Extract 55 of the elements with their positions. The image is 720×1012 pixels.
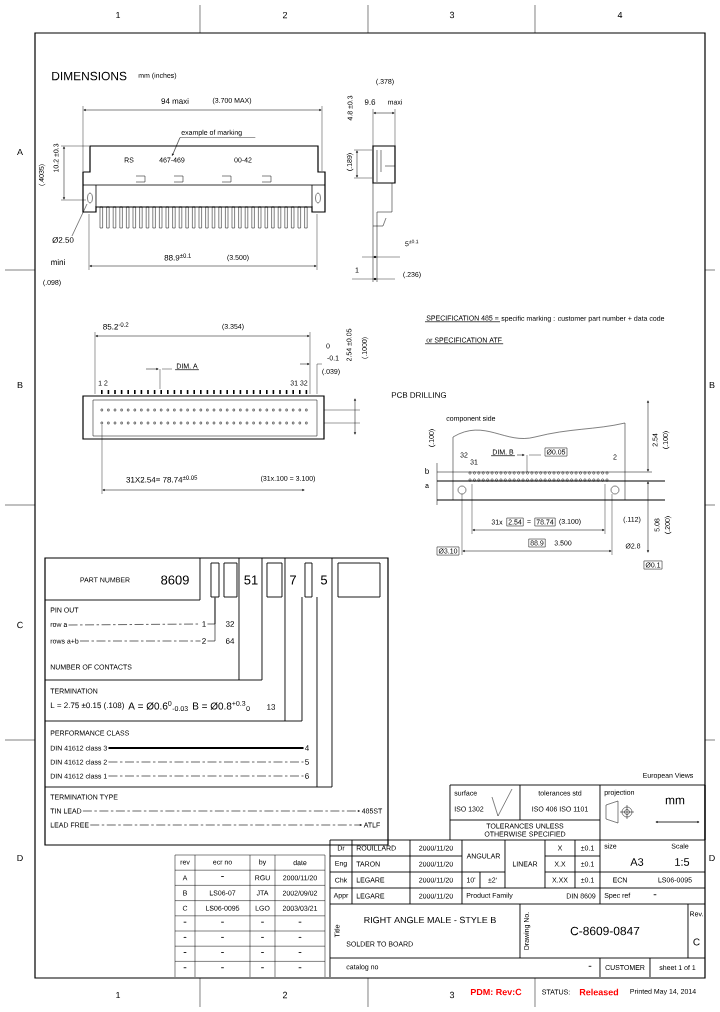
- title: DIMENSIONS: [52, 71, 127, 81]
- dashed-leader-line: [108, 761, 304, 763]
- table-cell: -: [221, 952, 224, 953]
- zone-label: C: [17, 621, 23, 629]
- zone-label: 2: [282, 991, 288, 999]
- table-cell: -: [261, 921, 264, 923]
- table-cell: -: [183, 952, 187, 953]
- table-cell: C: [693, 938, 700, 946]
- table-cell: -: [298, 952, 302, 953]
- table-cell: A3: [630, 858, 644, 866]
- drawing-title: RIGHT ANGLE MALE - STYLE B: [364, 916, 496, 924]
- dashed-leader-line: [108, 775, 304, 777]
- table-cell: -: [183, 936, 187, 938]
- table-cell: -: [261, 967, 264, 969]
- zone-label: 4: [617, 11, 623, 19]
- code-box: [210, 562, 220, 598]
- table-cell: -: [183, 967, 187, 969]
- table-cell: -: [221, 876, 224, 877]
- zone-label: 2: [282, 11, 288, 19]
- status-text: PDM: Rev:C: [470, 988, 522, 996]
- table-cell: 1:5: [675, 858, 690, 866]
- zone-label: 1: [116, 11, 121, 19]
- table-cell: -: [261, 936, 264, 938]
- table-cell: -: [588, 965, 592, 967]
- status-text: Released: [579, 988, 619, 996]
- zone-label: B: [709, 381, 715, 389]
- table-cell: -: [221, 967, 224, 969]
- zone-label: 3: [449, 11, 455, 19]
- code-digit: 51: [244, 575, 258, 585]
- zone-label: A: [17, 148, 23, 156]
- table-cell: -: [261, 952, 264, 953]
- code-digit: 5: [320, 575, 328, 585]
- code-digit: 8609: [161, 575, 189, 585]
- table-cell: -: [298, 967, 302, 969]
- table-cell: -: [221, 921, 224, 923]
- leader-line: [172, 137, 181, 156]
- table-cell: -: [298, 921, 302, 923]
- table-cell: -: [653, 894, 657, 896]
- zone-label: D: [17, 854, 23, 862]
- drawing-number: C-8609-0847: [570, 926, 640, 936]
- zone-label: 3: [449, 991, 455, 999]
- leader-line: [207, 597, 216, 642]
- dashed-leader-line: [82, 810, 360, 812]
- code-digit: 7: [290, 575, 296, 585]
- table-cell: -: [298, 936, 302, 938]
- table-cell: -: [183, 921, 187, 923]
- dashed-leader-line: [108, 746, 304, 750]
- dashed-leader-line: [68, 623, 201, 626]
- zone-label: B: [17, 381, 23, 389]
- dashed-leader-line: [79, 640, 201, 642]
- table-cell: mm: [665, 797, 685, 805]
- dashed-leader-line: [89, 824, 362, 826]
- table-cell: -: [221, 936, 224, 938]
- zone-label: D: [709, 854, 715, 862]
- zone-label: 1: [116, 991, 121, 999]
